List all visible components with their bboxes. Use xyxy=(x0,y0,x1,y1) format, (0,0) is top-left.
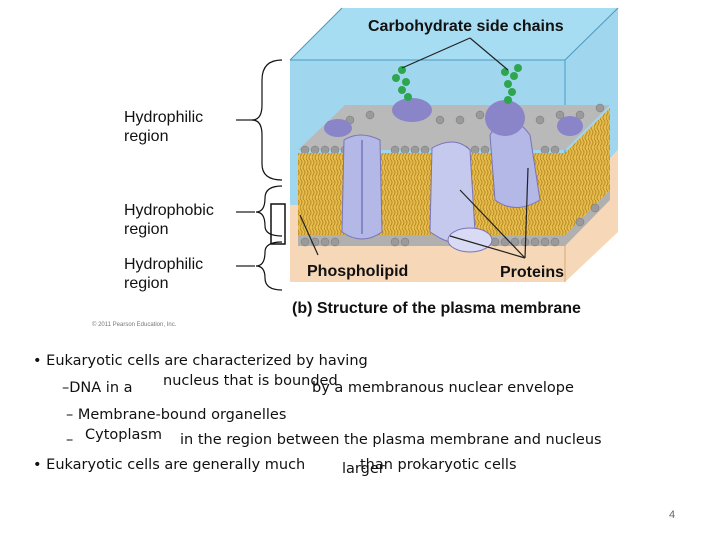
membrane-proteins xyxy=(324,98,583,253)
sub-bullet-dna-c: by a membranous nuclear envelope xyxy=(312,380,574,396)
copyright-notice: © 2011 Pearson Education, Inc. xyxy=(92,322,177,328)
hydrophilic-top-line2: region xyxy=(124,128,169,145)
bullet-1-text: Eukaryotic cells are characterized by ha… xyxy=(46,353,368,369)
hydrophilic-top-label: Hydrophilic region xyxy=(124,108,203,146)
phospholipid-heads-bottom xyxy=(298,190,610,247)
carbohydrate-chains xyxy=(392,64,522,104)
hydrophobic-line1: Hydrophobic xyxy=(124,202,214,219)
proteins-label: Proteins xyxy=(500,264,565,281)
bullet-2-larger: larger xyxy=(342,461,385,477)
phospholipid-label: Phospholipid xyxy=(307,263,409,280)
hydrophilic-top-line1: Hydrophilic xyxy=(124,109,204,126)
region-brackets xyxy=(251,59,283,291)
page-number: 4 xyxy=(669,509,676,521)
bullet-2: • Eukaryotic cells are generally much xyxy=(33,457,306,473)
hydrophobic-line2: region xyxy=(124,221,169,238)
sub-bullet-dna-a: –DNA in a xyxy=(62,380,133,396)
carbohydrate-label: Carbohydrate side chains xyxy=(368,18,564,35)
figure-caption: (b) Structure of the plasma membrane xyxy=(292,300,581,317)
hydrophilic-bottom-line1: Hydrophilic xyxy=(124,256,204,273)
hydrophilic-bottom-line2: region xyxy=(124,275,169,292)
sub-bullet-organelles: – Membrane-bound organelles xyxy=(66,407,287,423)
phospholipid-highlight-box xyxy=(270,203,286,245)
label-leader-lines xyxy=(236,37,529,267)
plasma-membrane-diagram xyxy=(236,7,619,291)
sub-bullet-cytoplasm-rest: in the region between the plasma membran… xyxy=(180,432,602,448)
sub-bullet-cytoplasm-term: Cytoplasm xyxy=(85,427,163,443)
sub-bullet-cytoplasm-dash: – xyxy=(66,432,74,448)
sub-bullet-dna-b: nucleus that is bounded xyxy=(163,373,338,389)
bullet-2-text: Eukaryotic cells are generally much xyxy=(46,457,306,473)
hydrophobic-label: Hydrophobic region xyxy=(124,201,214,239)
bullet-1: • Eukaryotic cells are characterized by … xyxy=(33,353,368,369)
hydrophilic-bottom-label: Hydrophilic region xyxy=(124,255,203,293)
bullet-2-rest: than prokaryotic cells xyxy=(360,457,517,473)
